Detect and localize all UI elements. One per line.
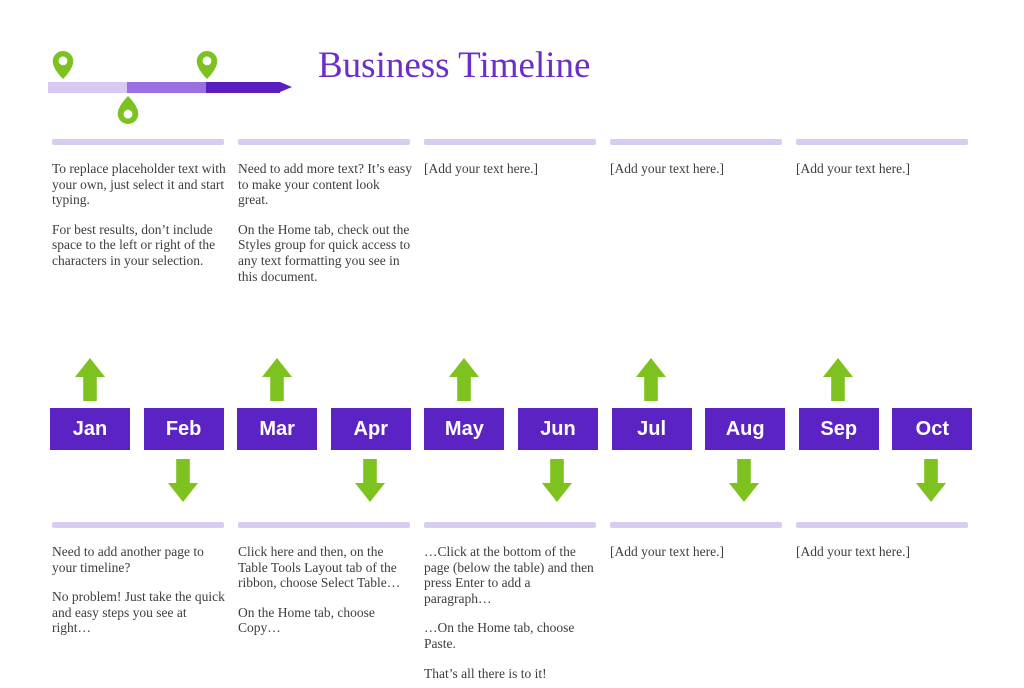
up-arrow-icon [449,358,479,401]
column-divider [796,522,968,528]
month-cell-oct[interactable]: Oct [892,408,973,450]
note-paragraph[interactable]: That’s all there is to it! [424,665,547,681]
map-pin-up-icon [117,96,139,124]
bar-segment-dark [206,82,280,93]
up-arrow-icon [75,358,105,401]
month-cell-aug[interactable]: Aug [705,408,786,450]
month-cell-apr[interactable]: Apr [330,408,411,450]
bar-segment-medium [127,82,206,93]
month-cell-jun[interactable]: Jun [517,408,598,450]
column-divider [610,522,782,528]
month-cell-feb[interactable]: Feb [143,408,224,450]
top-column-3: [Add your text here.] [424,139,598,191]
column-divider [238,522,410,528]
note-paragraph[interactable]: Need to add another page to your timelin… [52,544,204,575]
note-paragraph[interactable]: No problem! Just take the quick and easy… [52,589,225,636]
timeline-progress-bar [48,82,292,93]
month-cell-jul[interactable]: Jul [611,408,692,450]
up-arrow-icon [262,358,292,401]
top-column-4: [Add your text here.] [610,139,784,191]
bottom-column-3: …Click at the bottom of the page (below … [424,522,598,688]
note-paragraph[interactable]: For best results, don’t include space to… [52,221,216,268]
column-divider [424,139,596,145]
column-divider [424,522,596,528]
bottom-column-5: [Add your text here.] [796,522,970,574]
column-divider [610,139,782,145]
down-arrow-icon [729,459,759,502]
placeholder-text[interactable]: [Add your text here.] [610,161,724,176]
note-paragraph[interactable]: …Click at the bottom of the page (below … [424,544,594,606]
note-paragraph[interactable]: …On the Home tab, choose Paste. [424,620,575,651]
month-row: Jan Feb Mar Apr May Jun Jul Aug Sep Oct [50,408,973,450]
map-pin-icon [52,51,74,79]
placeholder-text[interactable]: [Add your text here.] [796,544,910,559]
column-divider [52,139,224,145]
up-arrow-icon [636,358,666,401]
bottom-column-4: [Add your text here.] [610,522,784,574]
column-divider [52,522,224,528]
month-cell-sep[interactable]: Sep [798,408,879,450]
note-paragraph[interactable]: On the Home tab, check out the Styles gr… [238,221,411,284]
placeholder-text[interactable]: [Add your text here.] [424,161,538,176]
column-divider [238,139,410,145]
down-arrow-icon [916,459,946,502]
top-column-1: To replace placeholder text with your ow… [52,139,226,283]
note-paragraph[interactable]: On the Home tab, choose Copy… [238,604,375,636]
month-cell-may[interactable]: May [424,408,505,450]
note-paragraph[interactable]: To replace placeholder text with your ow… [52,161,226,208]
bar-segment-light [48,82,127,93]
placeholder-text[interactable]: [Add your text here.] [796,161,910,176]
column-divider [796,139,968,145]
bottom-column-1: Need to add another page to your timelin… [52,522,226,650]
top-column-2: Need to add more text? It’s easy to make… [238,139,412,298]
bar-arrow-tip [280,82,292,92]
map-pin-icon [196,51,218,79]
month-cell-mar[interactable]: Mar [237,408,318,450]
note-paragraph[interactable]: Click here and then, on the Table Tools … [238,544,401,591]
month-cell-jan[interactable]: Jan [50,408,130,450]
down-arrow-icon [542,459,572,502]
top-column-5: [Add your text here.] [796,139,970,191]
up-arrow-icon [823,358,853,401]
bottom-column-2: Click here and then, on the Table Tools … [238,522,412,650]
placeholder-text[interactable]: [Add your text here.] [610,544,724,559]
page-title[interactable]: Business Timeline [318,45,591,86]
down-arrow-icon [355,459,385,502]
down-arrow-icon [168,459,198,502]
note-paragraph[interactable]: Need to add more text? It’s easy to make… [238,161,412,208]
